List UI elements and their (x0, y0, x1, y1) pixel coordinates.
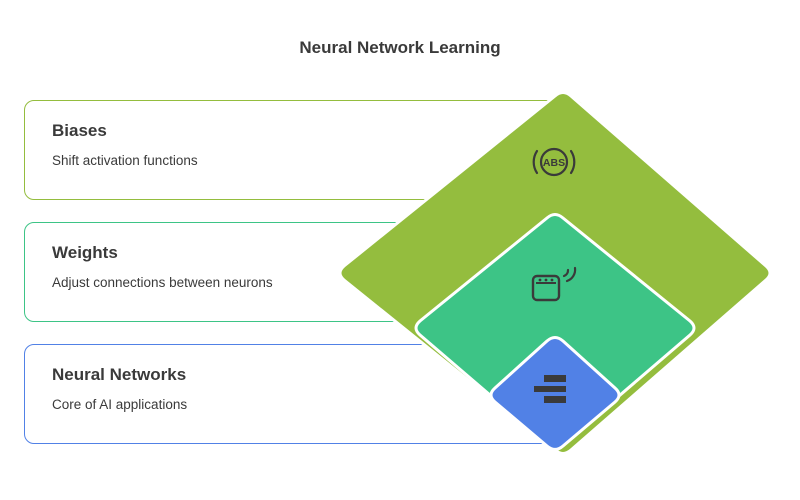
biases-description: Shift activation functions (52, 153, 198, 168)
abs-icon: ABS (532, 147, 576, 177)
neural-networks-title: Neural Networks (52, 365, 187, 384)
weights-title: Weights (52, 243, 118, 262)
biases-title: Biases (52, 121, 107, 140)
diagram-title: Neural Network Learning (299, 38, 501, 57)
svg-text:ABS: ABS (543, 157, 565, 169)
neural-networks-description: Core of AI applications (52, 397, 188, 412)
neural-networks-diamond (489, 336, 621, 451)
scale-icon (531, 266, 577, 302)
weights-description: Adjust connections between neurons (52, 275, 273, 290)
divide-icon (534, 375, 566, 403)
